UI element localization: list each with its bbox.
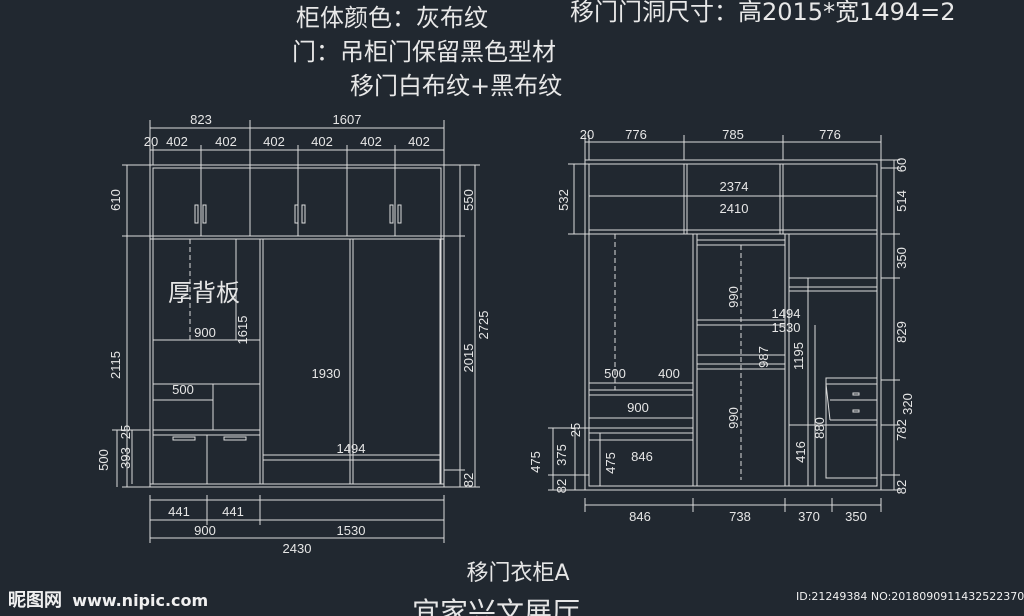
thick-back-panel-label: 厚背板 <box>168 279 240 307</box>
dim-1195: 1195 <box>791 342 806 370</box>
showroom-name: 宜家兴文展厅 <box>412 596 580 616</box>
dim-402: 402 <box>311 134 333 149</box>
dim-738: 738 <box>729 509 751 524</box>
dim-782: 782 <box>894 419 909 441</box>
dim-846: 846 <box>629 509 651 524</box>
dim-82: 82 <box>554 479 569 493</box>
watermark-site: www.nipic.com <box>72 591 209 610</box>
dim-20: 20 <box>144 134 158 149</box>
dim-82: 82 <box>461 473 476 487</box>
dim-416: 416 <box>793 441 808 463</box>
dim-900: 900 <box>194 325 216 340</box>
dim-1530: 1530 <box>772 320 801 335</box>
dim-990: 990 <box>726 407 741 429</box>
right-section-outline <box>584 159 882 491</box>
sliding-door-note: 移门白布纹+黑布纹 <box>350 72 563 100</box>
dim-350: 350 <box>845 509 867 524</box>
dim-900-bottom: 900 <box>194 523 216 538</box>
dim-987: 987 <box>756 346 771 368</box>
dim-846-inner: 846 <box>631 449 653 464</box>
dim-610: 610 <box>108 189 123 211</box>
dim-441: 441 <box>222 504 244 519</box>
dim-475-inner: 475 <box>603 452 618 474</box>
dim-2115: 2115 <box>108 351 123 379</box>
dim-776: 776 <box>625 127 647 142</box>
dim-500: 500 <box>96 449 111 471</box>
door-handles <box>172 204 402 441</box>
dim-1607: 1607 <box>333 112 362 127</box>
dim-500-inner: 500 <box>172 382 194 397</box>
dim-82: 82 <box>894 480 909 494</box>
dim-532: 532 <box>556 189 571 211</box>
dim-514: 514 <box>894 190 909 212</box>
dim-1530: 1530 <box>337 523 366 538</box>
dim-400: 400 <box>658 366 680 381</box>
dim-402: 402 <box>215 134 237 149</box>
cabinet-color-note: 柜体颜色：灰布纹 <box>296 4 488 32</box>
dim-2374: 2374 <box>720 179 749 194</box>
left-dimension-labels: 823 1607 20 402 402 402 402 402 402 610 … <box>96 112 491 556</box>
watermark-id: ID:21249384 NO:20180909114325223709 <box>796 590 1024 603</box>
dim-350: 350 <box>894 247 909 269</box>
dim-475: 475 <box>528 451 543 473</box>
dim-1494: 1494 <box>772 306 801 321</box>
dim-1930: 1930 <box>312 366 341 381</box>
left-elevation-outline <box>149 164 445 488</box>
dim-441: 441 <box>168 504 190 519</box>
dim-370: 370 <box>798 509 820 524</box>
dim-1615: 1615 <box>235 316 250 345</box>
dim-880: 880 <box>812 417 827 439</box>
watermark-logo: 昵图网 www.nipic.com <box>8 586 208 612</box>
dim-60: 60 <box>894 158 909 172</box>
opening-size-note: 移门门洞尺寸：高2015*宽1494=2 <box>570 0 956 26</box>
right-dimension-labels: 20 776 785 776 532 60 514 350 829 320 78… <box>528 127 915 524</box>
dim-900: 900 <box>627 400 649 415</box>
dim-829: 829 <box>894 321 909 343</box>
dim-2015: 2015 <box>461 344 476 373</box>
drawing-title: 移门衣柜A <box>466 561 569 586</box>
dim-402: 402 <box>360 134 382 149</box>
dim-2410: 2410 <box>720 201 749 216</box>
dim-320: 320 <box>900 393 915 415</box>
dim-550: 550 <box>461 189 476 211</box>
dim-823: 823 <box>190 112 212 127</box>
watermark-logo-text: 昵图网 <box>8 590 62 611</box>
dim-776: 776 <box>819 127 841 142</box>
dim-402: 402 <box>166 134 188 149</box>
dim-393: 393 <box>118 447 133 469</box>
right-dimension-lines <box>548 135 900 512</box>
dim-1494: 1494 <box>337 441 366 456</box>
left-dimension-lines <box>112 120 480 543</box>
dim-20: 20 <box>580 127 594 142</box>
dim-2725: 2725 <box>476 311 491 340</box>
dim-500: 500 <box>604 366 626 381</box>
dim-785: 785 <box>722 127 744 142</box>
dim-990: 990 <box>726 286 741 308</box>
dim-402: 402 <box>408 134 430 149</box>
dim-375: 375 <box>554 444 569 466</box>
dim-402: 402 <box>263 134 285 149</box>
door-spec-note: 门：吊柜门保留黑色型材 <box>292 38 556 66</box>
dim-25: 25 <box>118 425 133 439</box>
dim-2430: 2430 <box>283 541 312 556</box>
dim-25: 25 <box>568 423 583 437</box>
